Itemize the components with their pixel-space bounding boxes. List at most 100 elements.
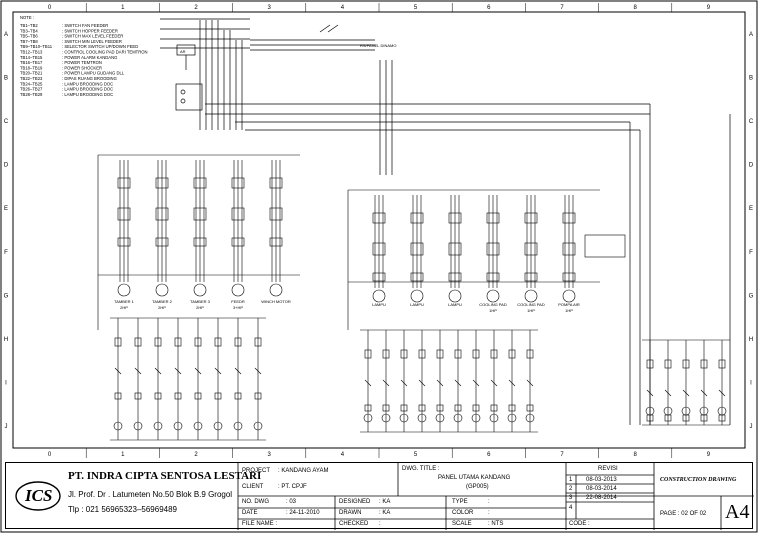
row-label-left: I: [5, 381, 7, 387]
left-load-label: TAMBER 2: [152, 299, 172, 304]
company-phone: Tlp : 021 56965323–56969489: [68, 505, 177, 514]
row-label-left: A: [4, 32, 8, 38]
column-label-bottom: 5: [414, 452, 418, 458]
note-description: : DIPAS RUANG BROODING: [62, 76, 117, 81]
notes-list: TB1–TB2 : SWITCH FAN FEEDER TB3–TB4 : SWITC…: [20, 23, 148, 97]
left-load-rating: 2HP: [158, 305, 166, 310]
rev-date-1: 08-03-2013: [586, 477, 617, 483]
right-load-label: LAMPU: [372, 302, 386, 307]
note-description: : CONTROL COOLING PAD DARI TEMTRON: [62, 50, 148, 55]
left-load-rating: 2HP: [120, 305, 128, 310]
left-load-label: TAMBER 1: [114, 299, 134, 304]
company-logo-ring: [15, 481, 61, 511]
column-label-top: 9: [707, 5, 711, 11]
construction-drawing-label: CONSTRUCTION DRAWING: [660, 477, 737, 483]
right-load-rating: 1HP: [527, 308, 535, 313]
paper-size: A4: [725, 501, 750, 523]
column-label-top: 5: [414, 5, 418, 11]
right-load-label: POMPA AIR: [558, 302, 580, 307]
row-label-right: E: [749, 206, 753, 212]
note-terminal: TB24–TB25: [20, 81, 43, 86]
rev-no-2: 2: [569, 486, 573, 492]
color-value: :: [488, 510, 490, 516]
code-label: CODE :: [569, 521, 590, 527]
project-value: : KANDANG AYAM: [278, 468, 329, 474]
note-description: : SWITCH FAN FEEDER: [62, 23, 108, 28]
column-label-bottom: 4: [341, 452, 345, 458]
left-load-label: TAMBER 3: [190, 299, 210, 304]
right-load-label: LAMPU: [410, 302, 424, 307]
note-terminal: TB5–TB6: [20, 34, 38, 39]
row-label-right: G: [749, 293, 754, 299]
title-block: ICS PT. INDRA CIPTA SENTOSA LESTARI Jl. …: [5, 462, 754, 530]
row-label-right: A: [749, 32, 753, 38]
column-label-bottom: 2: [194, 452, 198, 458]
right-load-label: COOLING PAD: [479, 302, 507, 307]
note-description: : SWITCH HOPPER FEEDER: [62, 28, 118, 33]
drawn-value: : KA: [379, 510, 391, 516]
note-terminal: TB3–TB4: [20, 28, 38, 33]
column-label-bottom: 6: [487, 452, 491, 458]
note-description: : LAMPU BROODING DOC: [62, 87, 113, 92]
ar-label: AR: [180, 49, 186, 54]
client-value: : PT. CPJF: [278, 484, 307, 490]
note-terminal: TB12–TB13: [20, 50, 43, 55]
column-label-bottom: 8: [634, 452, 638, 458]
row-label-left: B: [4, 75, 8, 81]
note-terminal: TB1–TB2: [20, 23, 38, 28]
column-label-bottom: 1: [121, 452, 125, 458]
page-number: PAGE : 02 OF 02: [660, 511, 707, 517]
rev-date-3: 22-08-2014: [586, 495, 617, 501]
date-value: : 24-11-2010: [286, 510, 320, 516]
row-label-left: J: [5, 424, 8, 430]
left-feeder-branches: [97, 154, 300, 330]
left-load-rating: 2HP: [196, 305, 204, 310]
client-label: CLIENT: [242, 484, 264, 490]
column-label-top: 0: [48, 5, 52, 11]
control-circuit-right: [360, 329, 538, 433]
column-label-top: 4: [341, 5, 345, 11]
column-label-bottom: 0: [48, 452, 52, 458]
note-description: : LAMPU BROODING DOC: [62, 81, 113, 86]
column-label-bottom: 7: [560, 452, 564, 458]
row-label-right: B: [749, 75, 753, 81]
file-name-label: FILE NAME :: [242, 521, 278, 527]
note-terminal: TB28–TB29: [20, 92, 43, 97]
supply-label: RS/PANEL DINAMO: [360, 43, 396, 48]
checked-label: CHECKED: [339, 521, 369, 527]
row-label-right: J: [750, 424, 753, 430]
designed-label: DESIGNED: [339, 499, 371, 505]
notes-block: NOTE : TB1–TB2: SWITCH FAN FEEDERTB3–TB4…: [20, 15, 148, 97]
rev-date-2: 08-03-2014: [586, 486, 617, 492]
column-label-top: 6: [487, 5, 491, 11]
no-dwg-label: NO. DWG: [242, 499, 269, 505]
rev-no-3: 3: [569, 495, 573, 501]
note-description: : SWITCH MIN LEVEL FEEDER: [62, 39, 122, 44]
type-value: :: [488, 499, 490, 505]
dwg-subtitle: (GP005): [466, 484, 489, 490]
rev-no-4: 4: [569, 505, 573, 511]
note-terminal: TB9–TB10–TB11: [20, 44, 53, 49]
right-feeder-branches: [347, 189, 626, 330]
left-load-rating: 3+HP: [233, 305, 243, 310]
note-description: : POWER ALARM KANDANG: [62, 55, 117, 60]
color-label: COLOR: [452, 510, 474, 516]
project-label: PROJECT: [242, 468, 271, 474]
left-load-label: FEEDR: [231, 299, 245, 304]
drawn-label: DRAWN: [339, 510, 362, 516]
note-terminal: TB26–TB27: [20, 87, 43, 92]
row-label-right: I: [750, 381, 752, 387]
column-label-top: 8: [634, 5, 638, 11]
row-label-right: H: [749, 337, 753, 343]
terminal-box: [175, 83, 203, 111]
designed-value: : KA: [379, 499, 391, 505]
company-name: PT. INDRA CIPTA SENTOSA LESTARI: [68, 470, 262, 482]
row-label-right: C: [749, 119, 754, 125]
